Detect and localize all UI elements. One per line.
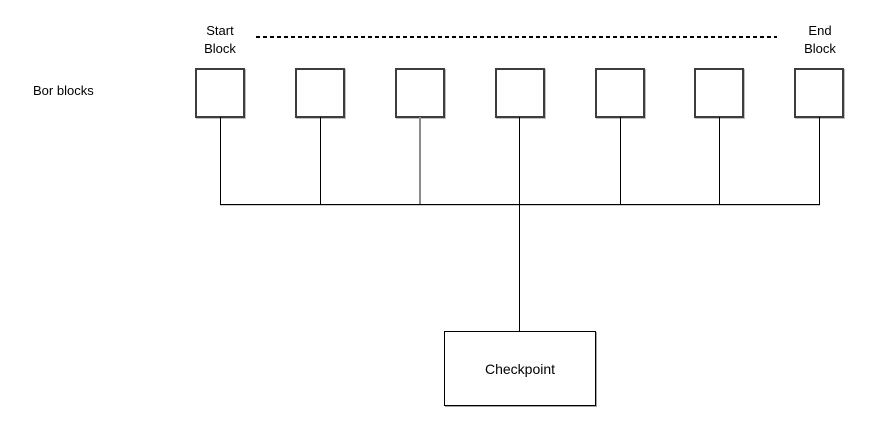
start-block-label: Start Block bbox=[204, 23, 236, 56]
bus-to-checkpoint-line bbox=[519, 205, 520, 332]
connector-block-3-gray bbox=[419, 117, 421, 205]
connector-block-5 bbox=[620, 117, 621, 205]
bor-block-1-start bbox=[195, 68, 245, 118]
connector-block-4 bbox=[519, 117, 520, 205]
bor-block-4 bbox=[495, 68, 545, 118]
shared-bus-line bbox=[220, 204, 820, 205]
bor-block-3 bbox=[395, 68, 445, 118]
bor-blocks-label: Bor blocks bbox=[33, 83, 94, 98]
end-block-label: End Block bbox=[804, 23, 836, 56]
start-to-end-dashed-line bbox=[256, 36, 777, 38]
connector-block-1 bbox=[220, 117, 221, 205]
connector-block-7 bbox=[819, 117, 820, 205]
checkpoint-label: Checkpoint bbox=[484, 360, 556, 377]
bor-block-6 bbox=[694, 68, 744, 118]
bor-block-5 bbox=[595, 68, 645, 118]
bor-block-7-end bbox=[794, 68, 844, 118]
checkpoint-box: Checkpoint bbox=[444, 331, 596, 406]
connector-block-6 bbox=[719, 117, 720, 205]
bor-block-2 bbox=[295, 68, 345, 118]
connector-block-2 bbox=[320, 117, 321, 205]
